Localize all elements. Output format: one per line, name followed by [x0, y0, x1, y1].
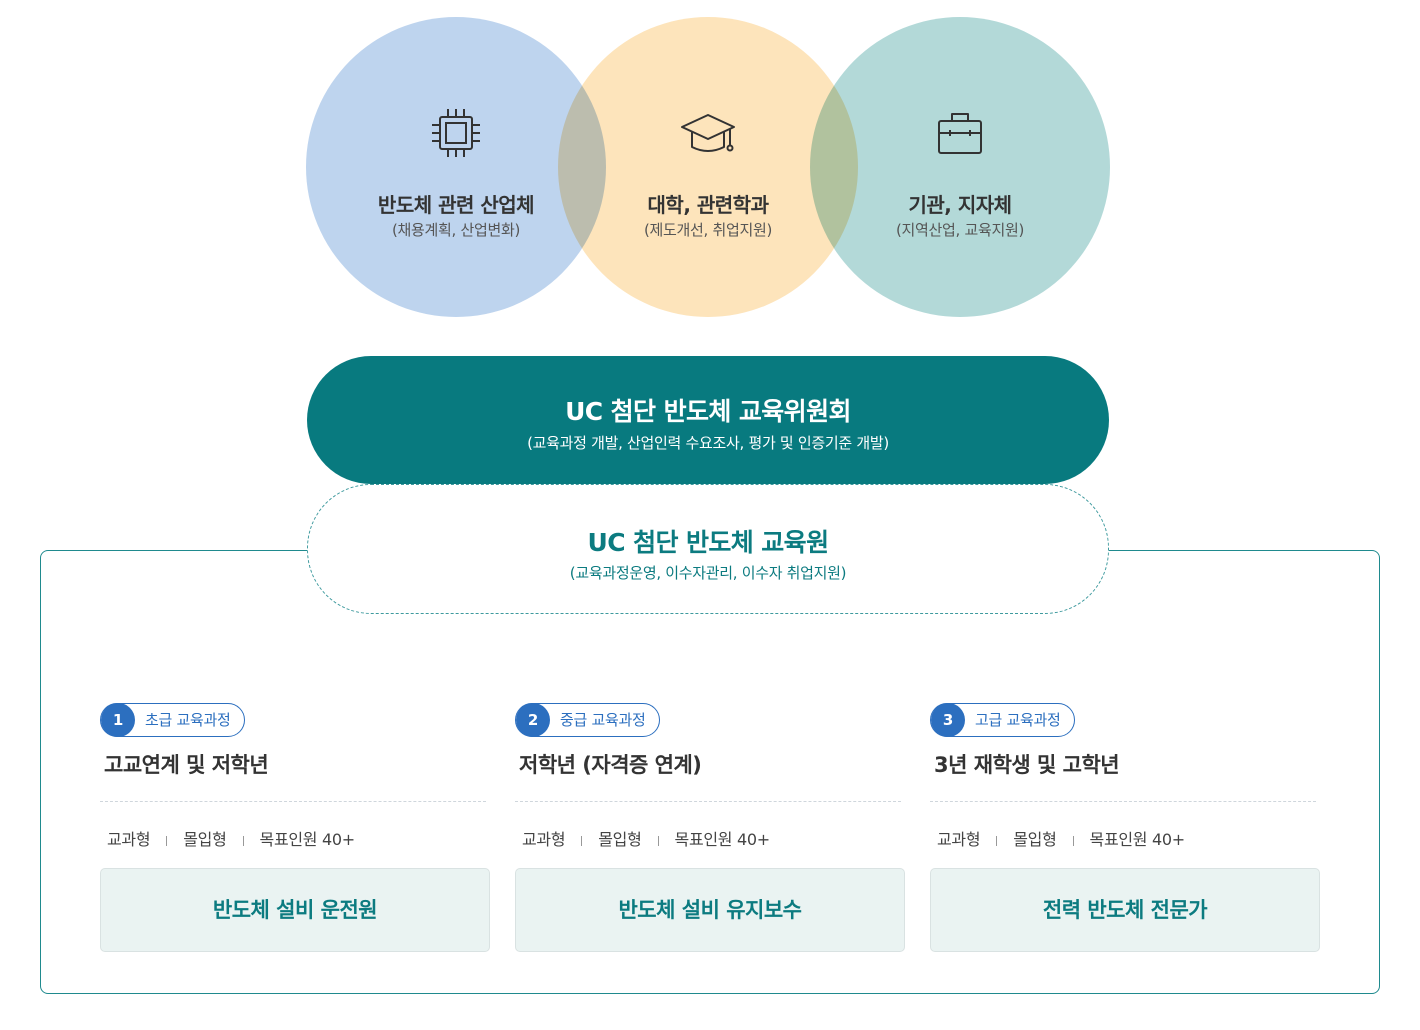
agency-circle: [810, 17, 1110, 317]
industry-circle-content: 반도체 관련 산업체 (채용계획, 산업변화): [306, 17, 606, 317]
course-number: 2: [516, 703, 550, 737]
course-tag: 몰입형: [1013, 830, 1057, 849]
course-tags: 교과형 몰입형 목표인원 40+: [522, 826, 905, 850]
course-level-label: 중급 교육과정: [560, 711, 646, 729]
course-tag: 교과형: [107, 830, 151, 849]
industry-circle: [306, 17, 606, 317]
course-tag: 교과형: [522, 830, 566, 849]
tag-separator: [242, 835, 244, 846]
tag-separator: [657, 835, 659, 846]
university-circle: [558, 17, 858, 317]
course-level-label: 초급 교육과정: [145, 711, 231, 729]
course-role-box: 반도체 설비 운전원: [100, 868, 490, 952]
course-tag: 목표인원 40+: [674, 830, 771, 849]
course-tag: 목표인원 40+: [1089, 830, 1186, 849]
institute-title: UC 첨단 반도체 교육원: [587, 528, 830, 557]
agency-title: 기관, 지자체: [908, 193, 1012, 217]
course-divider: [100, 801, 486, 802]
agency-circle-content: 기관, 지자체 (지역산업, 교육지원): [810, 17, 1110, 317]
agency-subtitle: (지역산업, 교육지원): [895, 221, 1025, 239]
course-number: 3: [931, 703, 965, 737]
briefcase-icon: [938, 113, 982, 154]
course-tags: 교과형 몰입형 목표인원 40+: [107, 826, 490, 850]
course-role-box: 전력 반도체 전문가: [930, 868, 1320, 952]
tag-separator: [1072, 835, 1074, 846]
industry-title: 반도체 관련 산업체: [377, 193, 535, 217]
committee-subtitle: (교육과정 개발, 산업인력 수요조사, 평가 및 인증기준 개발): [527, 434, 889, 452]
course-role-box: 반도체 설비 유지보수: [515, 868, 905, 952]
course-divider: [930, 801, 1316, 802]
course-advanced: 3 고급 교육과정 3년 재학생 및 고학년 교과형 몰입형 목표인원 40+ 전력…: [930, 703, 1320, 952]
committee-title: UC 첨단 반도체 교육위원회: [565, 397, 851, 426]
graduation-cap-icon: [681, 114, 735, 152]
course-level-badge: 1 초급 교육과정: [100, 703, 246, 737]
course-tag: 몰입형: [183, 830, 227, 849]
course-title: 고교연계 및 저학년: [104, 753, 269, 777]
chip-icon: [432, 109, 480, 157]
institute-pill: UC 첨단 반도체 교육원 (교육과정운영, 이수자관리, 이수자 취업지원): [307, 484, 1109, 614]
course-level-label: 고급 교육과정: [975, 711, 1061, 729]
course-level-badge: 2 중급 교육과정: [515, 703, 661, 737]
tag-separator: [581, 835, 583, 846]
course-tag: 몰입형: [598, 830, 642, 849]
course-tag: 목표인원 40+: [259, 830, 356, 849]
course-title: 3년 재학생 및 고학년: [934, 753, 1120, 777]
course-basic: 1 초급 교육과정 고교연계 및 저학년 교과형 몰입형 목표인원 40+ 반도체 …: [100, 703, 490, 952]
university-title: 대학, 관련학과: [647, 193, 769, 217]
course-level-badge: 3 고급 교육과정: [930, 703, 1076, 737]
university-subtitle: (제도개선, 취업지원): [643, 221, 773, 239]
tag-separator: [996, 835, 998, 846]
course-tag: 교과형: [937, 830, 981, 849]
tag-separator: [166, 835, 168, 846]
committee-pill: UC 첨단 반도체 교육위원회 (교육과정 개발, 산업인력 수요조사, 평가 …: [307, 356, 1109, 484]
course-divider: [515, 801, 901, 802]
course-intermediate: 2 중급 교육과정 저학년 (자격증 연계) 교과형 몰입형 목표인원 40+ 반도…: [515, 703, 905, 952]
course-number: 1: [101, 703, 135, 737]
course-tags: 교과형 몰입형 목표인원 40+: [937, 826, 1320, 850]
institute-subtitle: (교육과정운영, 이수자관리, 이수자 취업지원): [569, 564, 847, 582]
course-title: 저학년 (자격증 연계): [519, 753, 702, 777]
university-circle-content: 대학, 관련학과 (제도개선, 취업지원): [558, 17, 858, 317]
industry-subtitle: (채용계획, 산업변화): [391, 221, 521, 239]
